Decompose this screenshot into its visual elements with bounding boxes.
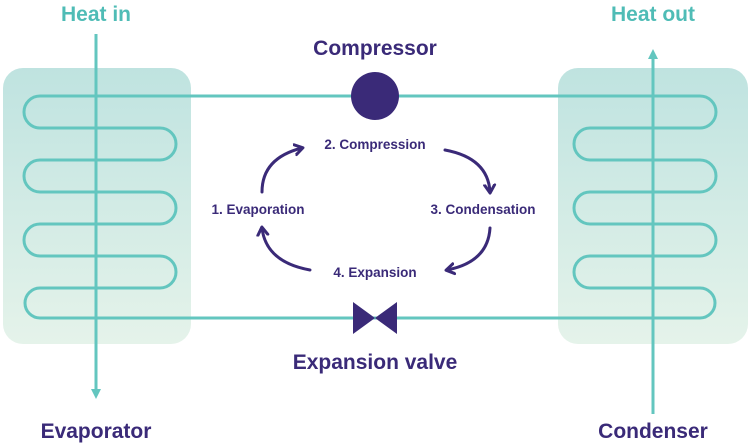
expansion-valve-icon [353, 302, 397, 334]
step-condensation: 3. Condensation [430, 202, 536, 217]
evaporator-label: Evaporator [40, 420, 152, 443]
compressor-icon [351, 72, 399, 120]
step-compression: 2. Compression [324, 137, 426, 152]
heat-in-label: Heat in [60, 3, 132, 26]
step-evaporation: 1. Evaporation [211, 202, 305, 217]
condenser-coil [572, 94, 718, 320]
cycle-arrow-condensation [443, 148, 490, 192]
step-expansion: 4. Expansion [333, 265, 417, 280]
expansion-valve-label: Expansion valve [292, 351, 458, 374]
cycle-arrow-evaporation [262, 228, 312, 272]
cycle-arrow-expansion [447, 226, 492, 270]
cycle-arrow-compression [260, 148, 302, 194]
compressor-label: Compressor [313, 37, 437, 60]
condenser-label: Condenser [598, 420, 708, 443]
heat-out-label: Heat out [611, 3, 695, 26]
evaporator-coil [22, 94, 178, 320]
